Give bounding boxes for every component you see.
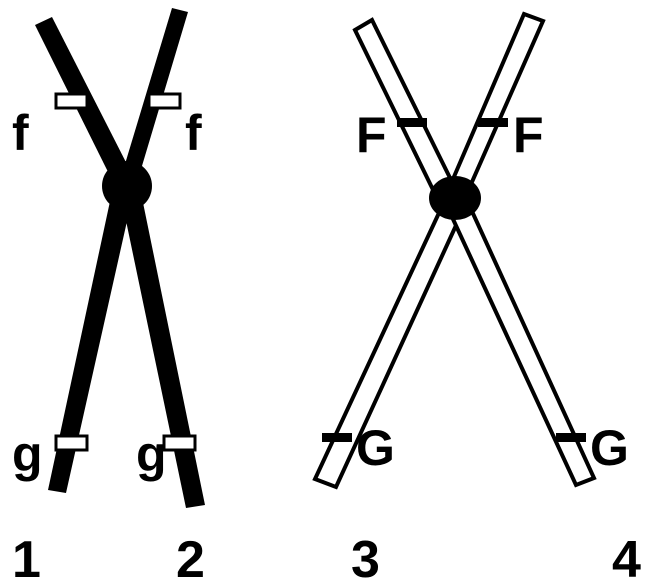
chromatid-number-4: 4 — [612, 531, 641, 582]
gene-G-band-4 — [556, 433, 586, 442]
right-chromosome-pair: F F G G — [312, 11, 629, 490]
gene-g-marker-1 — [54, 434, 89, 452]
gene-label-g-left: g — [12, 426, 43, 482]
left-centromere — [102, 161, 152, 211]
gene-label-f-left: f — [12, 105, 29, 161]
gene-label-F-left: F — [356, 107, 387, 163]
right-centromere — [429, 176, 481, 220]
gene-label-G-left: G — [356, 420, 395, 476]
gene-F-band-4 — [478, 118, 508, 127]
gene-G-band-3 — [322, 433, 352, 442]
chromatid-number-2: 2 — [176, 531, 205, 582]
gene-F-band-3 — [397, 118, 427, 127]
gene-label-F-right: F — [513, 107, 544, 163]
gene-g-marker-2 — [162, 434, 197, 452]
gene-label-f-right: f — [185, 105, 202, 161]
left-chromosome-pair: f f g g — [12, 8, 205, 508]
chromatid-numbers: 1 2 3 4 — [12, 531, 641, 582]
chromatid-number-3: 3 — [351, 531, 380, 582]
chromatid-1-lower-arm — [48, 190, 134, 493]
gene-label-g-right: g — [136, 426, 167, 482]
chromatid-number-1: 1 — [12, 531, 41, 582]
gene-f-marker-2 — [147, 92, 182, 110]
chromatid-2-lower-arm — [120, 188, 205, 508]
gene-label-G-right: G — [590, 420, 629, 476]
gene-f-marker-1 — [54, 92, 89, 110]
